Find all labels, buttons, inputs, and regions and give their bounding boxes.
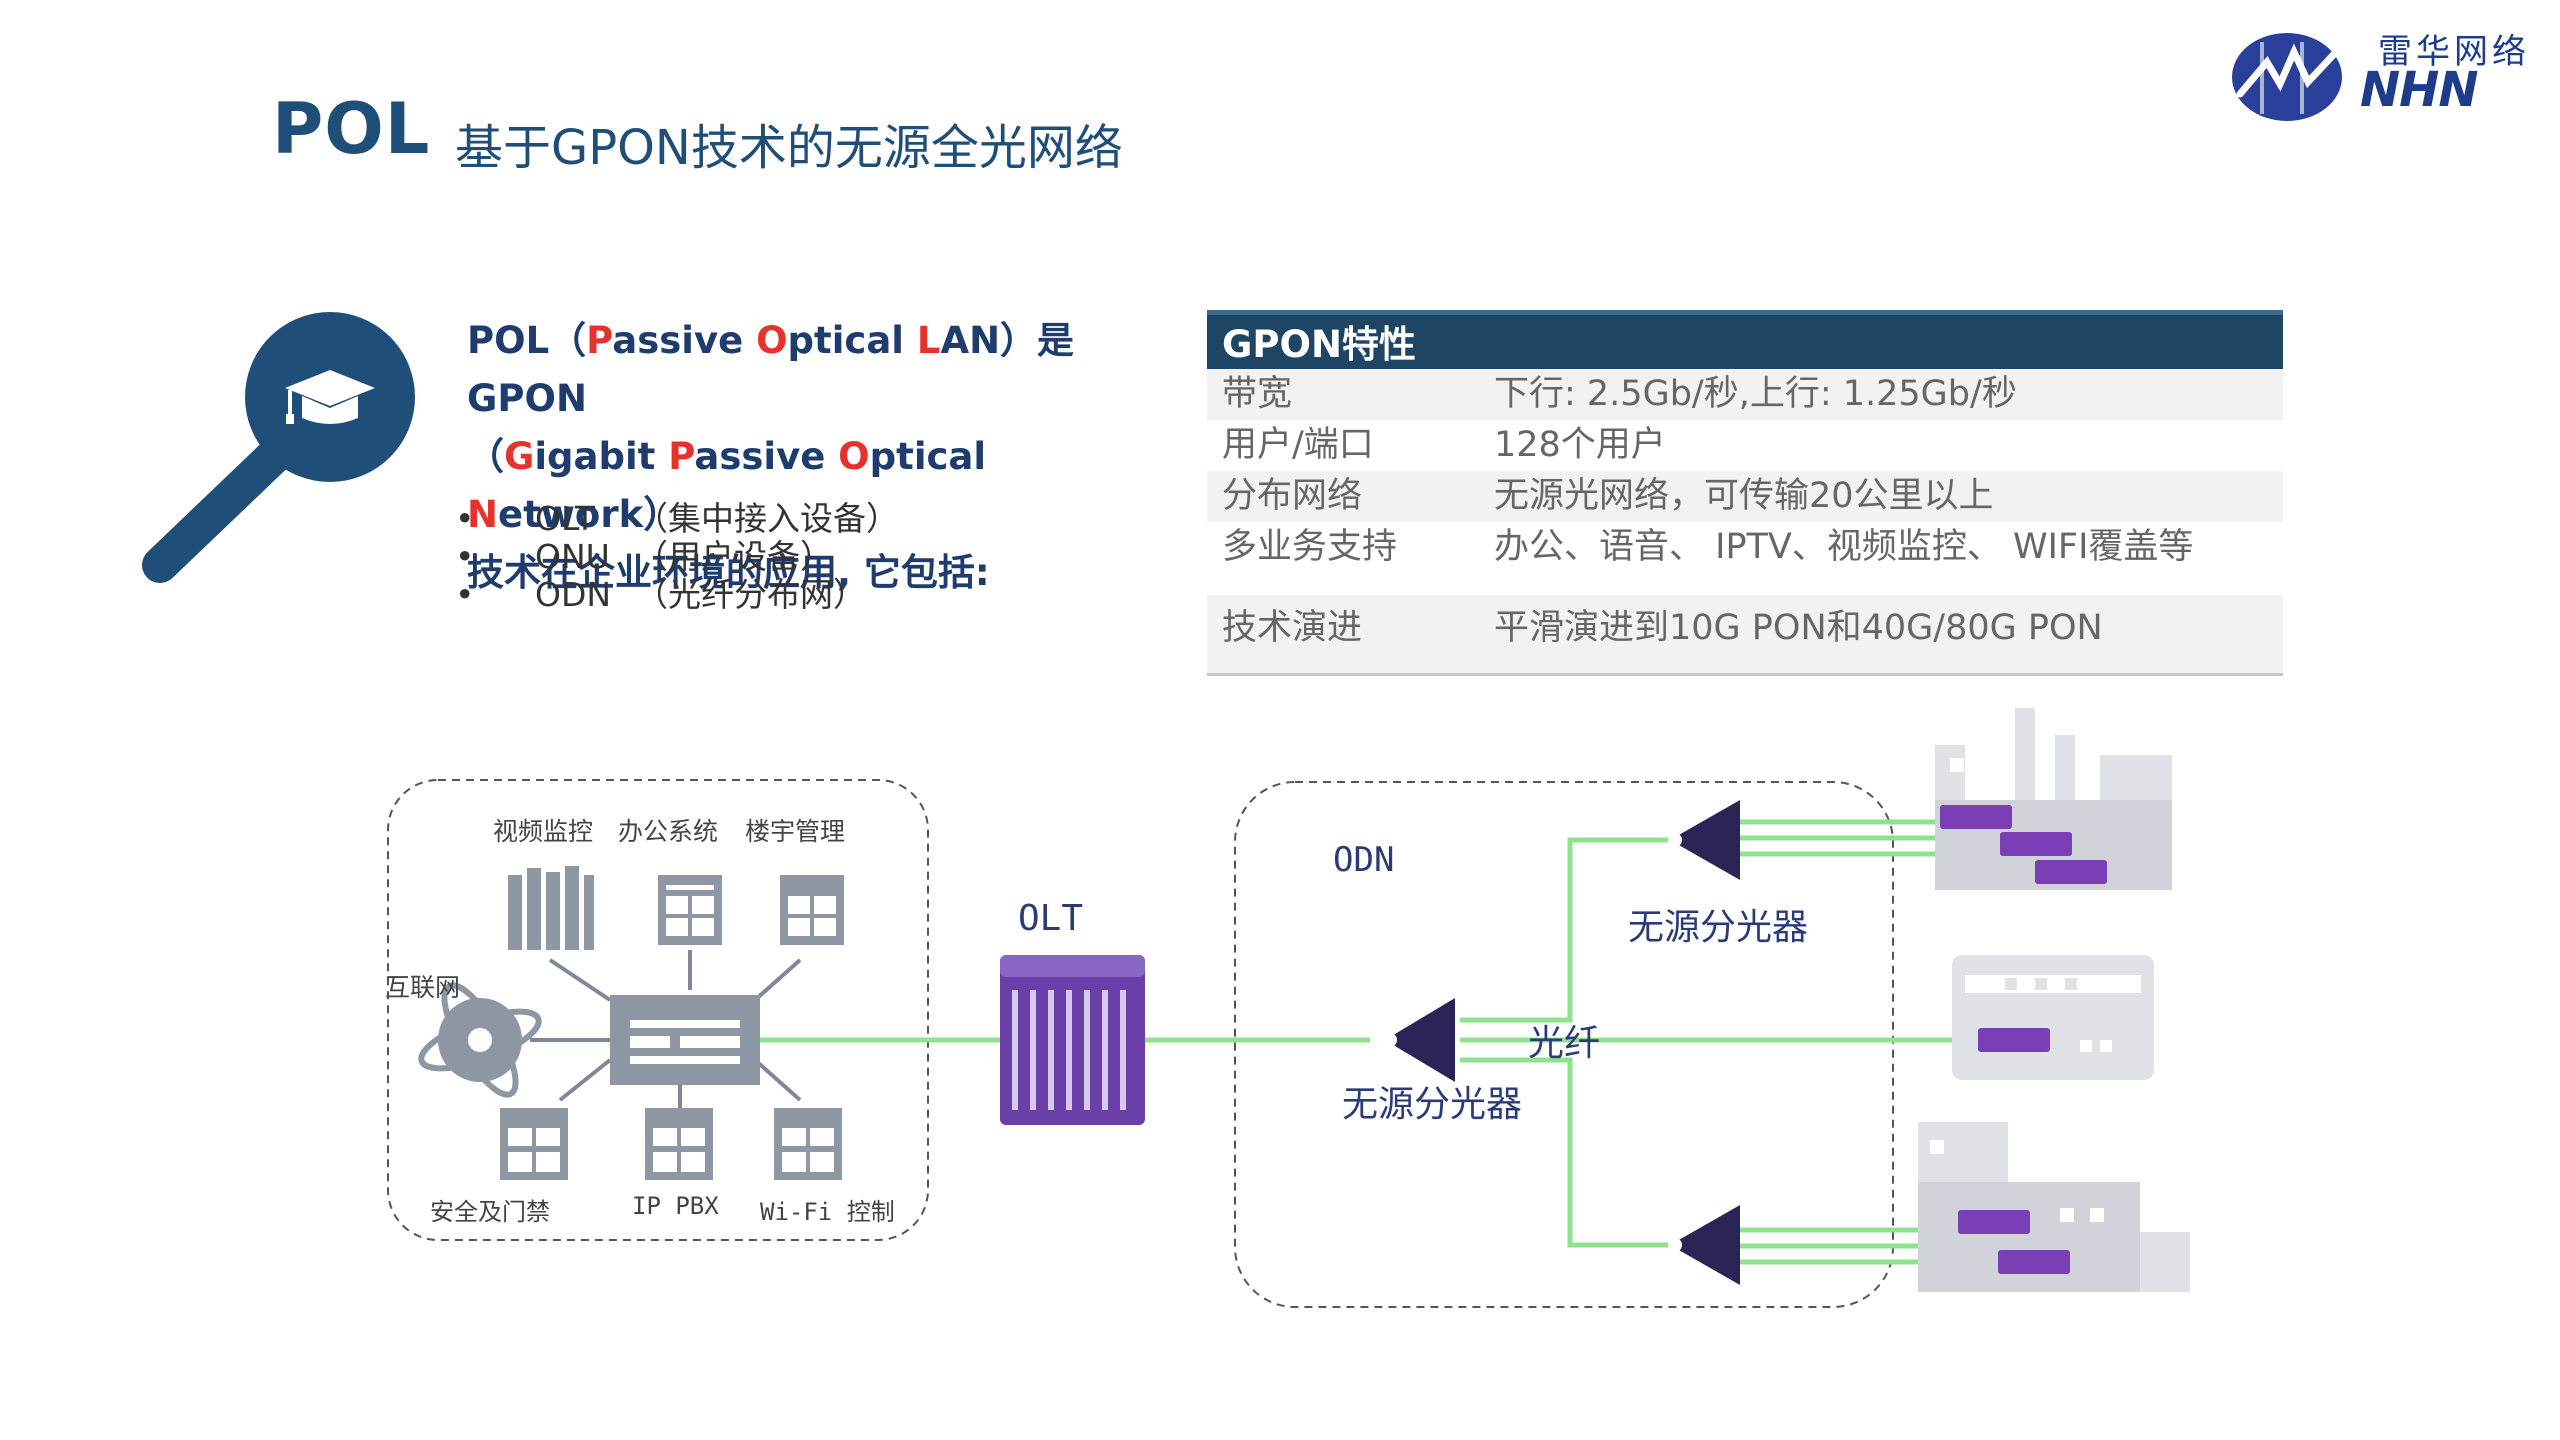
office-system-device-icon: [658, 875, 722, 945]
gpon-features-table: GPON特性 带宽 下行: 2.5Gb/秒,上行: 1.25Gb/秒 用户/端口…: [1207, 310, 2283, 676]
label-video-surveillance: 视频监控: [493, 817, 594, 846]
label-building-management: 楼宇管理: [745, 817, 846, 846]
label-fiber: 光纤: [1528, 1023, 1601, 1064]
office-building-icon: [1952, 955, 2154, 1080]
label-ip-pbx: IP PBX: [632, 1192, 719, 1220]
table-row: 用户/端口 128个用户: [1222, 425, 1666, 465]
list-item: • ONU （用户设备）: [455, 537, 833, 576]
label-wifi-controller: Wi-Fi 控制: [760, 1198, 895, 1226]
intro-paragraph: POL（Passive Optical LAN）是GPON （Gigabit P…: [467, 312, 1187, 602]
splitter-center-icon: [1383, 998, 1455, 1082]
security-access-device-icon: [500, 1108, 568, 1180]
intro-line-3: 技术在企业环境的应用, 它包括:: [467, 551, 990, 594]
label-odn: ODN: [1333, 840, 1395, 880]
olt-device-icon: [1000, 955, 1145, 1125]
logo-english-name: NHN: [2360, 62, 2479, 118]
label-splitter-center: 无源分光器: [1342, 1084, 1523, 1125]
page-subtitle: 基于GPON技术的无源全光网络: [455, 120, 1123, 176]
list-item: • OLT （集中接入设备）: [455, 499, 899, 538]
video-surveillance-device-icon: [508, 866, 594, 950]
label-splitter-top: 无源分光器: [1628, 907, 1809, 948]
table-row: 技术演进 平滑演进到10G PON和40G/80G PON: [1207, 595, 2283, 676]
table-row: 带宽 下行: 2.5Gb/秒,上行: 1.25Gb/秒: [1207, 369, 2283, 420]
switch-links: [530, 950, 802, 1110]
intro-line-1: POL（Passive Optical LAN）是GPON: [467, 319, 1075, 420]
splitter-bottom-icon: [1668, 1205, 1740, 1285]
page-title: POL: [272, 88, 431, 170]
splitter-top-icon: [1668, 800, 1740, 880]
odn-box: [1234, 781, 1894, 1308]
component-list: • OLT （集中接入设备） • ONU （用户设备） • ODN （光纤分布网…: [455, 500, 899, 614]
label-olt: OLT: [1018, 898, 1084, 939]
label-security-access: 安全及门禁: [430, 1198, 550, 1226]
intro-line-2: （Gigabit Passive Optical Network）: [467, 435, 987, 536]
internet-globe-icon: [418, 982, 542, 1098]
ip-pbx-device-icon: [645, 1108, 713, 1180]
nhn-logo-icon: [2232, 33, 2342, 121]
core-switch-icon: [610, 995, 760, 1085]
table-row: 分布网络 无源光网络，可传输20公里以上: [1207, 471, 2283, 522]
magnifier-graduation-cap-icon: [142, 312, 415, 583]
label-internet: 互联网: [385, 973, 461, 1002]
building-management-device-icon: [780, 875, 844, 945]
table-row: 多业务支持 办公、语音、 IPTV、视频监控、 WIFI覆盖等: [1222, 527, 2194, 567]
enterprise-network-box: [387, 779, 929, 1241]
list-item: • ODN （光纤分布网）: [455, 575, 866, 614]
table-header: GPON特性: [1207, 310, 2283, 369]
label-office-system: 办公系统: [618, 817, 719, 846]
logo-chinese-name: 雷华网络: [2378, 32, 2530, 72]
onu-devices: [1940, 805, 2107, 1274]
wifi-controller-device-icon: [774, 1108, 842, 1180]
